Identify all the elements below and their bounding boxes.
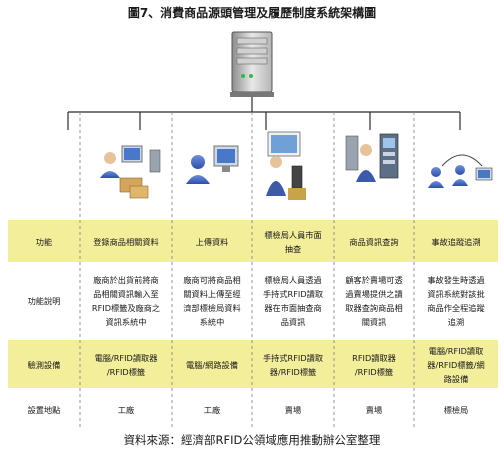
connector-lines — [67, 97, 461, 130]
source-note: 資料來源：經濟部RFID公領域應用推動辦公室整理 — [123, 433, 381, 447]
equipment-cell: /RFID標籤 — [355, 367, 393, 377]
equipment-cell: /RFID標籤 — [107, 367, 145, 377]
location-cell: 賣場 — [285, 405, 301, 415]
description-cell: 廠商於出貨前將商 — [93, 275, 159, 285]
description-cell: 過賣場提供之讀 — [345, 289, 402, 299]
description-cell: 資訊系統中 — [106, 317, 147, 327]
function-cell: 抽查 — [285, 244, 301, 254]
diagram-title: 圖7、消費商品源頭管理及履歷制度系統架構圖 — [127, 6, 377, 20]
description-cell: 器在市面抽查商 — [264, 303, 321, 313]
row-header: 功能 — [36, 237, 52, 247]
equipment-cell: 器/RFID標籤/網 — [427, 360, 484, 370]
description-cell: 資訊系統對該批 — [427, 289, 484, 299]
equipment-cell: 電腦/RFID讀取 — [429, 346, 484, 356]
description-cell: 手持式RFID讀取 — [263, 289, 323, 299]
customer-kiosk-icon — [345, 133, 399, 182]
function-cell: 商品資訊查詢 — [349, 237, 398, 247]
description-cell: 標檢局人員透過 — [264, 275, 321, 285]
equipment-cell: 路設備 — [444, 374, 469, 384]
function-cell: 標檢局人員市面 — [264, 230, 321, 240]
description-cell: 濟部標檢局資料 — [183, 303, 240, 313]
description-cell: 事故發生時透過 — [427, 275, 484, 285]
description-cell: 關資料上傳至經 — [183, 289, 240, 299]
function-cell: 登錄商品相關資料 — [93, 237, 159, 247]
inspector-reader-icon — [266, 131, 306, 200]
description-cell: 品資訊 — [281, 317, 306, 327]
row-header: 功能說明 — [28, 296, 61, 306]
description-cell: 商品作全程追蹤 — [427, 303, 484, 313]
function-band — [8, 220, 498, 262]
description-cell: 取器查詢商品相 — [345, 303, 402, 313]
description-cell: 顧客於賣場可透 — [345, 275, 402, 285]
location-cell: 工廠 — [204, 405, 220, 415]
equipment-cell: 手持式RFID讀取 — [263, 353, 323, 363]
equipment-cell: 電腦/網路設備 — [186, 360, 238, 370]
user-computer-icon — [186, 145, 239, 184]
equipment-cell: 電腦/RFID讀取器 — [95, 353, 158, 363]
trace-cycle-icon — [428, 154, 493, 188]
description-cell: 品相關資訊輸入至 — [93, 289, 159, 299]
equipment-band — [8, 340, 498, 388]
location-cell: 標檢局 — [444, 405, 469, 415]
description-cell: 追溯 — [448, 317, 464, 327]
equipment-cell: 器/RFID標籤 — [270, 367, 316, 377]
description-cell: 系統中 — [200, 317, 225, 327]
function-cell: 事故追蹤追溯 — [431, 237, 480, 247]
location-cell: 工廠 — [118, 405, 134, 415]
function-cell: 上傳資料 — [196, 237, 229, 247]
equipment-cell: RFID讀取器 — [352, 353, 396, 363]
worker-computer-icon — [100, 145, 161, 199]
description-cell: 廠商可將商品相 — [183, 275, 240, 285]
column-dividers — [79, 112, 415, 428]
description-cell: 關資訊 — [362, 317, 387, 327]
description-cell: RFID標籤及廠商之 — [92, 303, 160, 313]
row-header: 驗測設備 — [28, 360, 61, 370]
server-icon — [230, 31, 274, 97]
location-cell: 賣場 — [366, 405, 382, 415]
row-header: 設置地點 — [28, 405, 61, 415]
